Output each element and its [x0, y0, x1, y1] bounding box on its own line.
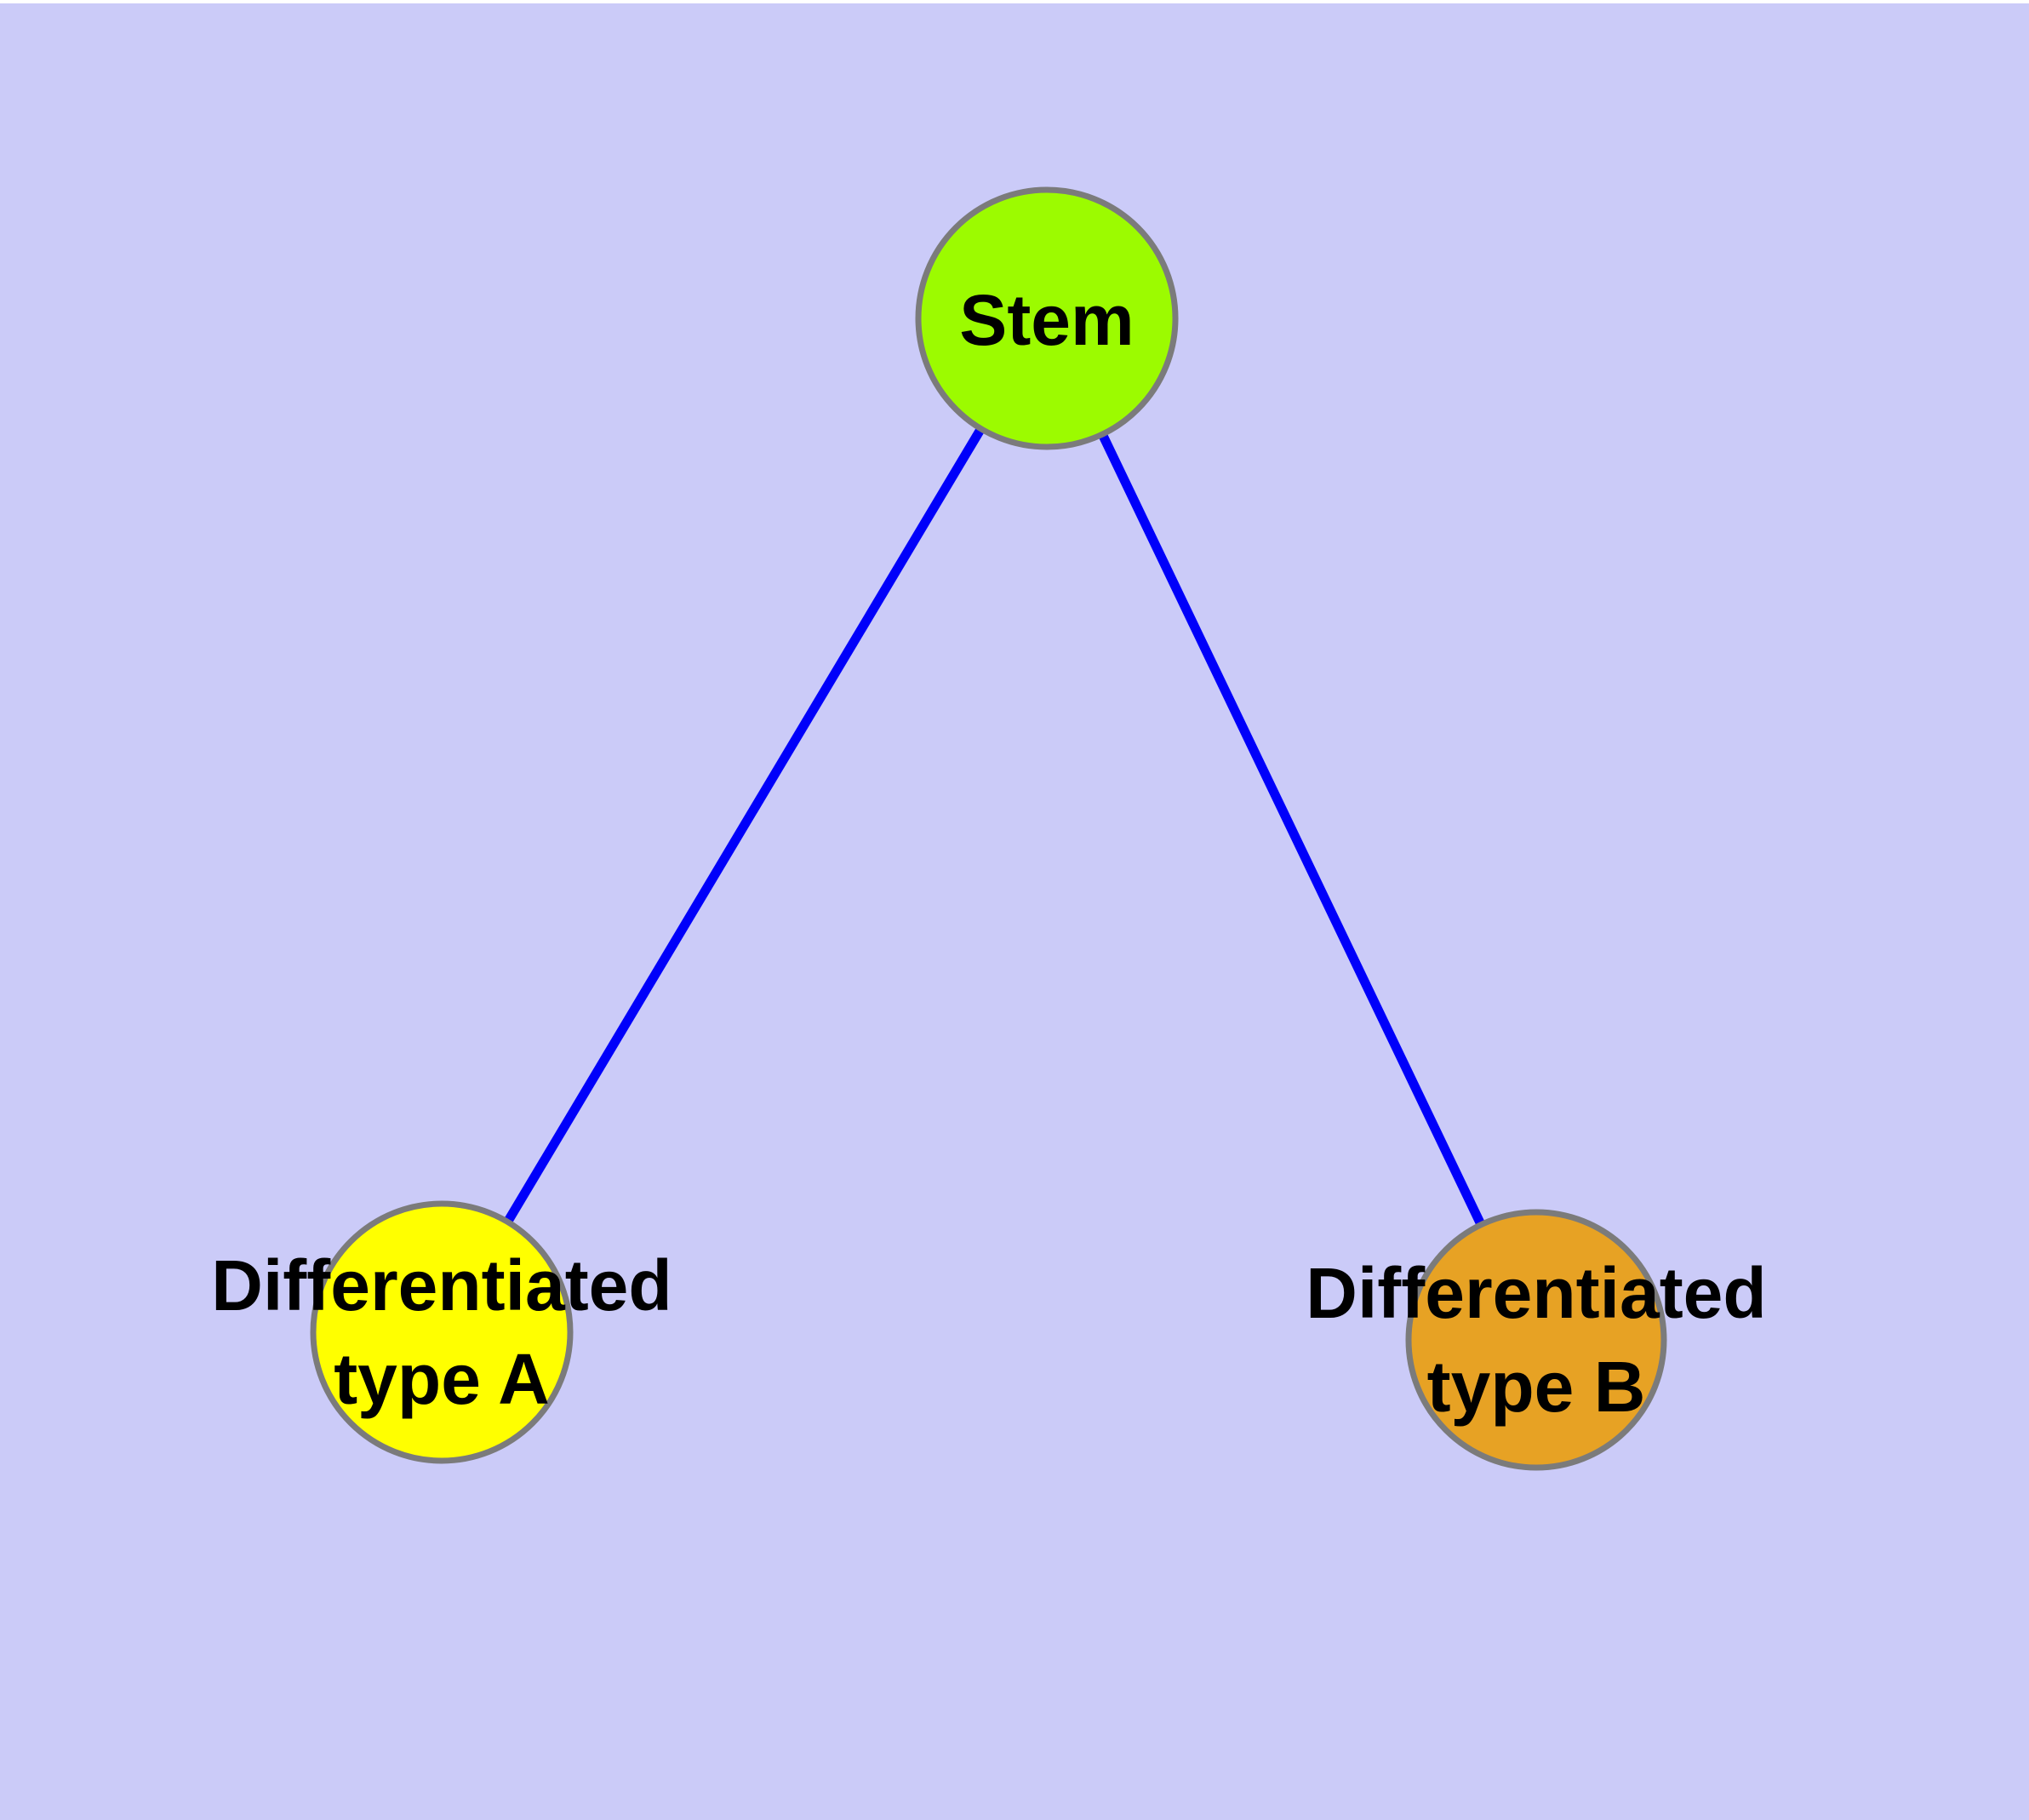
node-type-a-label-line-1: Differentiated: [211, 1245, 672, 1325]
node-type-b-label-line-2: type B: [1427, 1347, 1646, 1427]
node-differentiated-type-b: [1405, 1209, 1667, 1471]
edge-stem-to-type-b: [1043, 316, 1540, 1342]
node-type-b-label-line-1: Differentiated: [1306, 1253, 1766, 1333]
node-differentiated-type-a: [310, 1200, 574, 1464]
node-stem: [915, 186, 1179, 450]
node-stem-label: Stem: [959, 280, 1134, 360]
node-type-a-label-line-2: type A: [334, 1339, 550, 1419]
edge-stem-to-type-a: [437, 316, 1051, 1335]
window-top-edge: [0, 0, 2029, 3]
